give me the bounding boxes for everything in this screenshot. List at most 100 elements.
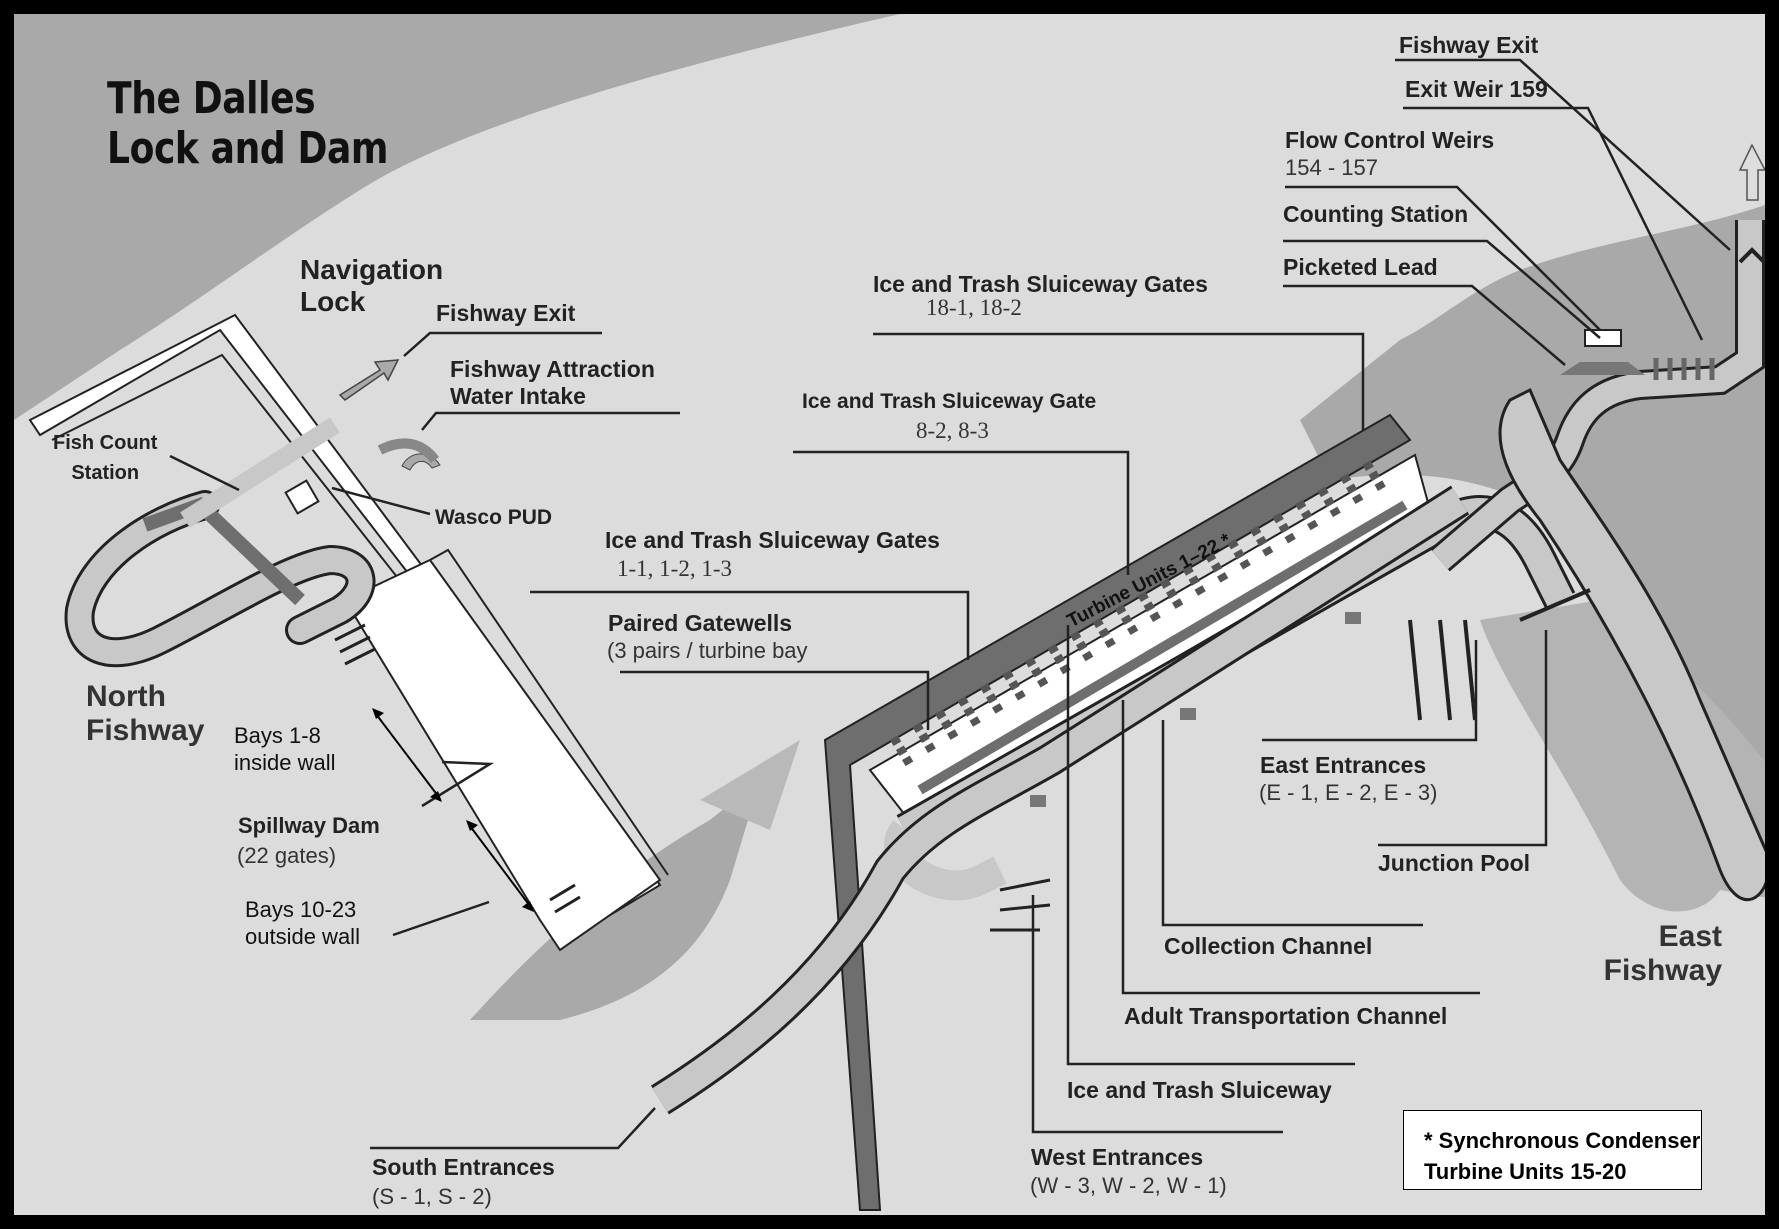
note-line-1: * Synchronous Condenser <box>1424 1128 1701 1153</box>
spillway-end-marks <box>549 883 581 914</box>
spillway-dam-label: Spillway Dam <box>238 813 380 838</box>
turbine-gate-block <box>1317 486 1329 498</box>
sluiceway-gate-8-label: Ice and Trash Sluiceway Gate <box>802 390 1097 413</box>
turbine-gate-block <box>986 693 998 704</box>
turbine-gate-block <box>957 696 969 707</box>
title-line-1: The Dalles <box>107 73 316 124</box>
exit-weir-label: Exit Weir 159 <box>1405 76 1548 102</box>
west-entrance-gates <box>990 878 1051 932</box>
turbine-gate-block <box>969 716 981 727</box>
bays-outside-line-2: outside wall <box>245 924 360 949</box>
south-entrances-detail: (S - 1, S - 2) <box>372 1184 492 1209</box>
attraction-intake-label: Fishway Attraction Water Intake <box>450 356 655 410</box>
north-fishway-label: North Fishway <box>86 680 204 748</box>
navigation-lock-line-1: Navigation <box>300 254 444 285</box>
turbine-gate-block <box>1070 630 1082 642</box>
bay-arrowheads <box>372 708 534 912</box>
turbine-gate-block <box>941 719 953 730</box>
turbine-gate-block <box>1076 640 1088 652</box>
east-entrances-label: East Entrances <box>1260 752 1427 778</box>
bays-inside-line-2: inside wall <box>234 750 336 775</box>
junction-pool-gate <box>1519 588 1591 622</box>
turbine-gate-block <box>1278 522 1290 534</box>
counting-station-building <box>1584 329 1622 347</box>
powerhouse-lower-strip <box>917 500 1408 795</box>
east-island <box>1480 600 1779 912</box>
tailrace-rock <box>700 740 800 830</box>
turbine-gate-block <box>1182 565 1194 576</box>
turbine-gate-block <box>1368 470 1380 481</box>
note-line-2: Turbine Units 15-20 <box>1424 1159 1627 1184</box>
fish-count-line-1: Fish Count <box>53 432 158 454</box>
east-fishway-exit-label: Fishway Exit <box>1399 32 1539 58</box>
turbine-gate-block <box>1092 617 1104 629</box>
synchronous-condenser-note: * Synchronous Condenser Turbine Units 15… <box>1403 1110 1702 1190</box>
turbine-gate-block <box>1307 519 1319 531</box>
turbine-gate-block <box>1295 499 1307 511</box>
turbine-gate-block <box>1127 624 1139 636</box>
channel-marker <box>1180 708 1196 720</box>
turbine-gate-block <box>1160 578 1172 589</box>
powerhouse-dark-band <box>823 413 1412 1211</box>
fish-count-line-2: Station <box>71 462 140 484</box>
east-fishway-line-1: East <box>1658 920 1722 953</box>
navigation-lock-label: Navigation Lock <box>300 254 443 318</box>
flow-control-weirs-label: Flow Control Weirs <box>1285 127 1495 153</box>
turbine-gate-block <box>896 745 908 757</box>
north-shore-land <box>14 14 900 420</box>
ice-trash-sluiceway-label: Ice and Trash Sluiceway <box>1067 1077 1332 1103</box>
adult-transport-channel <box>652 488 1468 1112</box>
spillway-gate-marks <box>334 623 376 666</box>
flow-control-weir-marks <box>1653 358 1715 380</box>
turbine-gate-block <box>1098 627 1110 639</box>
turbine-gate-block <box>918 732 930 743</box>
turbine-gate-block <box>1037 676 1049 688</box>
turbine-gate-block <box>992 703 1004 714</box>
turbine-gate-block <box>924 742 936 753</box>
wasco-pud-building <box>284 479 320 515</box>
spillway-dam-edge <box>429 548 669 876</box>
attraction-intake-line-1: Fishway Attraction <box>450 356 655 382</box>
turbine-gate-block <box>1104 637 1116 649</box>
turbine-gate-block <box>1227 539 1239 550</box>
sluiceway-gates-1-label: Ice and Trash Sluiceway Gates <box>605 527 940 553</box>
turbine-gate-block <box>1166 588 1178 599</box>
turbine-gate-block <box>912 722 924 733</box>
turbine-gate-block <box>1362 460 1374 471</box>
turbine-gate-block <box>1256 535 1268 547</box>
east-fishway-loop <box>1498 387 1772 902</box>
turbine-gate-block <box>1014 690 1026 701</box>
turbine-gate-block <box>1172 598 1184 609</box>
turbine-gate-block <box>1194 585 1206 596</box>
west-entrances-detail: (W - 3, W - 2, W - 1) <box>1030 1173 1227 1198</box>
turbine-gate-block <box>1352 493 1364 505</box>
flow-control-weirs-detail: 154 - 157 <box>1285 155 1378 180</box>
turbine-gate-block <box>1250 525 1262 537</box>
turbine-gate-block <box>1284 532 1296 544</box>
turbine-gate-block <box>1082 650 1094 662</box>
turbine-gate-block <box>1323 496 1335 508</box>
spillway-dam-detail: (22 gates) <box>237 843 337 868</box>
turbine-gate-block <box>1239 558 1251 570</box>
turbine-unit-blocks <box>890 460 1386 767</box>
east-entrances-detail: (E - 1, E - 2, E - 3) <box>1259 780 1438 805</box>
paired-gatewells-label: Paired Gatewells <box>608 610 793 636</box>
title-line-2: Lock and Dam <box>107 123 389 174</box>
turbine-gate-block <box>1211 562 1223 573</box>
junction-pool-label: Junction Pool <box>1378 850 1531 876</box>
turbine-gate-block <box>1374 480 1386 491</box>
attraction-intake-line-2: Water Intake <box>450 383 586 409</box>
sluiceway-gates-1-detail: 1-1, 1-2, 1-3 <box>617 556 732 581</box>
fish-count-station-label: Fish Count Station <box>53 428 157 488</box>
sluiceway-gates-18-detail: 18-1, 18-2 <box>926 295 1022 320</box>
paired-gatewells-detail: (3 pairs / turbine bay <box>607 638 808 663</box>
collection-channel-label: Collection Channel <box>1164 933 1373 959</box>
north-fishway-exit-arrow <box>338 359 400 401</box>
turbine-gate-block <box>1137 591 1149 602</box>
turbine-gate-block <box>1143 601 1155 612</box>
turbine-gate-block <box>1002 670 1014 681</box>
sluiceway-gates-18-label: Ice and Trash Sluiceway Gates <box>873 271 1208 297</box>
picketed-lead-mark <box>1560 362 1645 375</box>
